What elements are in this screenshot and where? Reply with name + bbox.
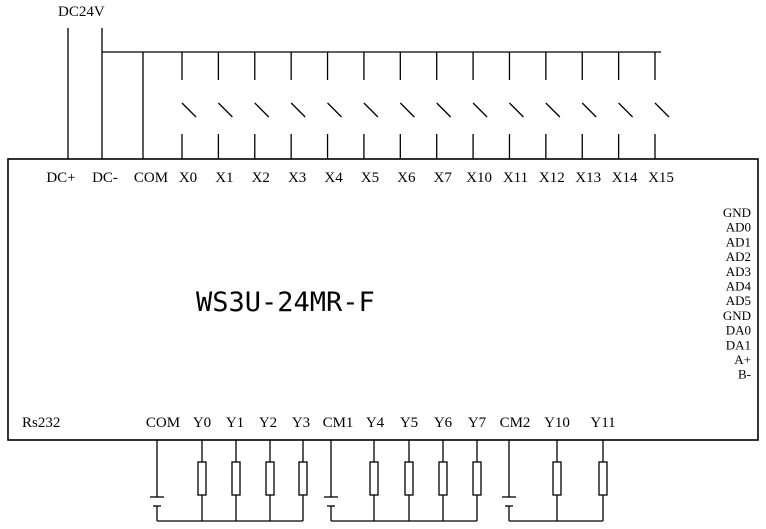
load-resistor — [552, 461, 562, 496]
power-terminal-label: COM — [134, 170, 168, 186]
switch-contact — [581, 102, 597, 118]
input-terminal-label: X0 — [179, 170, 197, 186]
output-terminal-label: CM2 — [500, 415, 531, 431]
output-terminal-label: Y5 — [400, 415, 418, 431]
analog-terminal-label: AD5 — [726, 293, 751, 308]
load-resistor — [265, 461, 275, 496]
load-resistor — [404, 461, 414, 496]
analog-terminal-label: GND — [723, 308, 751, 323]
switch-contact — [472, 102, 488, 118]
switch-contact — [618, 102, 634, 118]
analog-terminal-label: A+ — [734, 352, 751, 367]
switch-contact — [654, 102, 670, 118]
input-terminal-label: X15 — [648, 170, 674, 186]
input-terminal-label: X5 — [361, 170, 379, 186]
input-terminal-label: X1 — [215, 170, 233, 186]
input-terminal-label: X3 — [288, 170, 306, 186]
load-resistor — [197, 461, 207, 496]
switch-contact — [363, 102, 379, 118]
switch-contact — [399, 102, 415, 118]
output-terminal-label: Y3 — [292, 415, 310, 431]
output-terminal-label: Y1 — [226, 415, 244, 431]
analog-terminal-label: AD3 — [726, 264, 751, 279]
switch-contact — [290, 102, 306, 118]
input-terminal-label: X6 — [397, 170, 416, 186]
input-terminal-label: X10 — [466, 170, 492, 186]
switch-contact — [217, 102, 233, 118]
wiring-lines — [67, 28, 670, 522]
switch-contact — [254, 102, 270, 118]
output-terminal-label: Y4 — [366, 415, 385, 431]
analog-terminal-label: AD2 — [726, 249, 751, 264]
power-terminal-label: DC+ — [46, 170, 75, 186]
output-terminal-label: COM — [146, 415, 180, 431]
analog-terminal-label: DA0 — [726, 323, 751, 338]
analog-terminal-label: DA1 — [726, 337, 751, 352]
switch-contact — [509, 102, 524, 118]
output-terminal-label: Y0 — [193, 415, 211, 431]
plc-body — [7, 158, 759, 441]
input-terminal-label: X11 — [503, 170, 528, 186]
analog-terminal-label: AD1 — [726, 234, 751, 249]
input-terminal-label: X7 — [434, 170, 453, 186]
input-terminal-label: X13 — [575, 170, 601, 186]
load-resistor — [438, 461, 448, 496]
load-resistor — [369, 461, 379, 496]
output-terminal-label: Y2 — [259, 415, 277, 431]
input-terminal-label: X4 — [324, 170, 343, 186]
output-terminal-label: Y6 — [434, 415, 453, 431]
load-resistor — [298, 461, 308, 496]
load-resistor — [598, 461, 608, 496]
switch-contact — [327, 102, 342, 118]
input-terminal-label: X12 — [539, 170, 565, 186]
input-terminal-label: X14 — [612, 170, 638, 186]
input-terminal-label: X2 — [252, 170, 270, 186]
switch-contact — [545, 102, 561, 118]
supply-label: DC24V — [58, 4, 105, 20]
serial-port-label: Rs232 — [22, 415, 60, 431]
terminal-labels: DC+ DC- COM X0 X1 X2 X3 X4 X5 X6 X7 X10 X11 X12 X13 X14… — [46, 170, 751, 431]
load-resistor — [472, 461, 482, 496]
switch-contact — [181, 102, 197, 118]
analog-terminal-label: B- — [738, 367, 751, 382]
output-terminal-label: CM1 — [323, 415, 354, 431]
output-terminal-label: Y7 — [468, 415, 487, 431]
load-resistor — [231, 461, 241, 496]
analog-terminal-label: AD0 — [726, 220, 751, 235]
output-terminal-label: Y11 — [590, 415, 615, 431]
analog-terminal-label: AD4 — [726, 279, 752, 294]
analog-terminal-label: GND — [723, 205, 751, 220]
power-terminal-label: DC- — [92, 170, 118, 186]
switch-contact — [436, 102, 452, 118]
output-terminal-label: Y10 — [544, 415, 570, 431]
model-name: WS3U-24MR-F — [196, 287, 375, 318]
